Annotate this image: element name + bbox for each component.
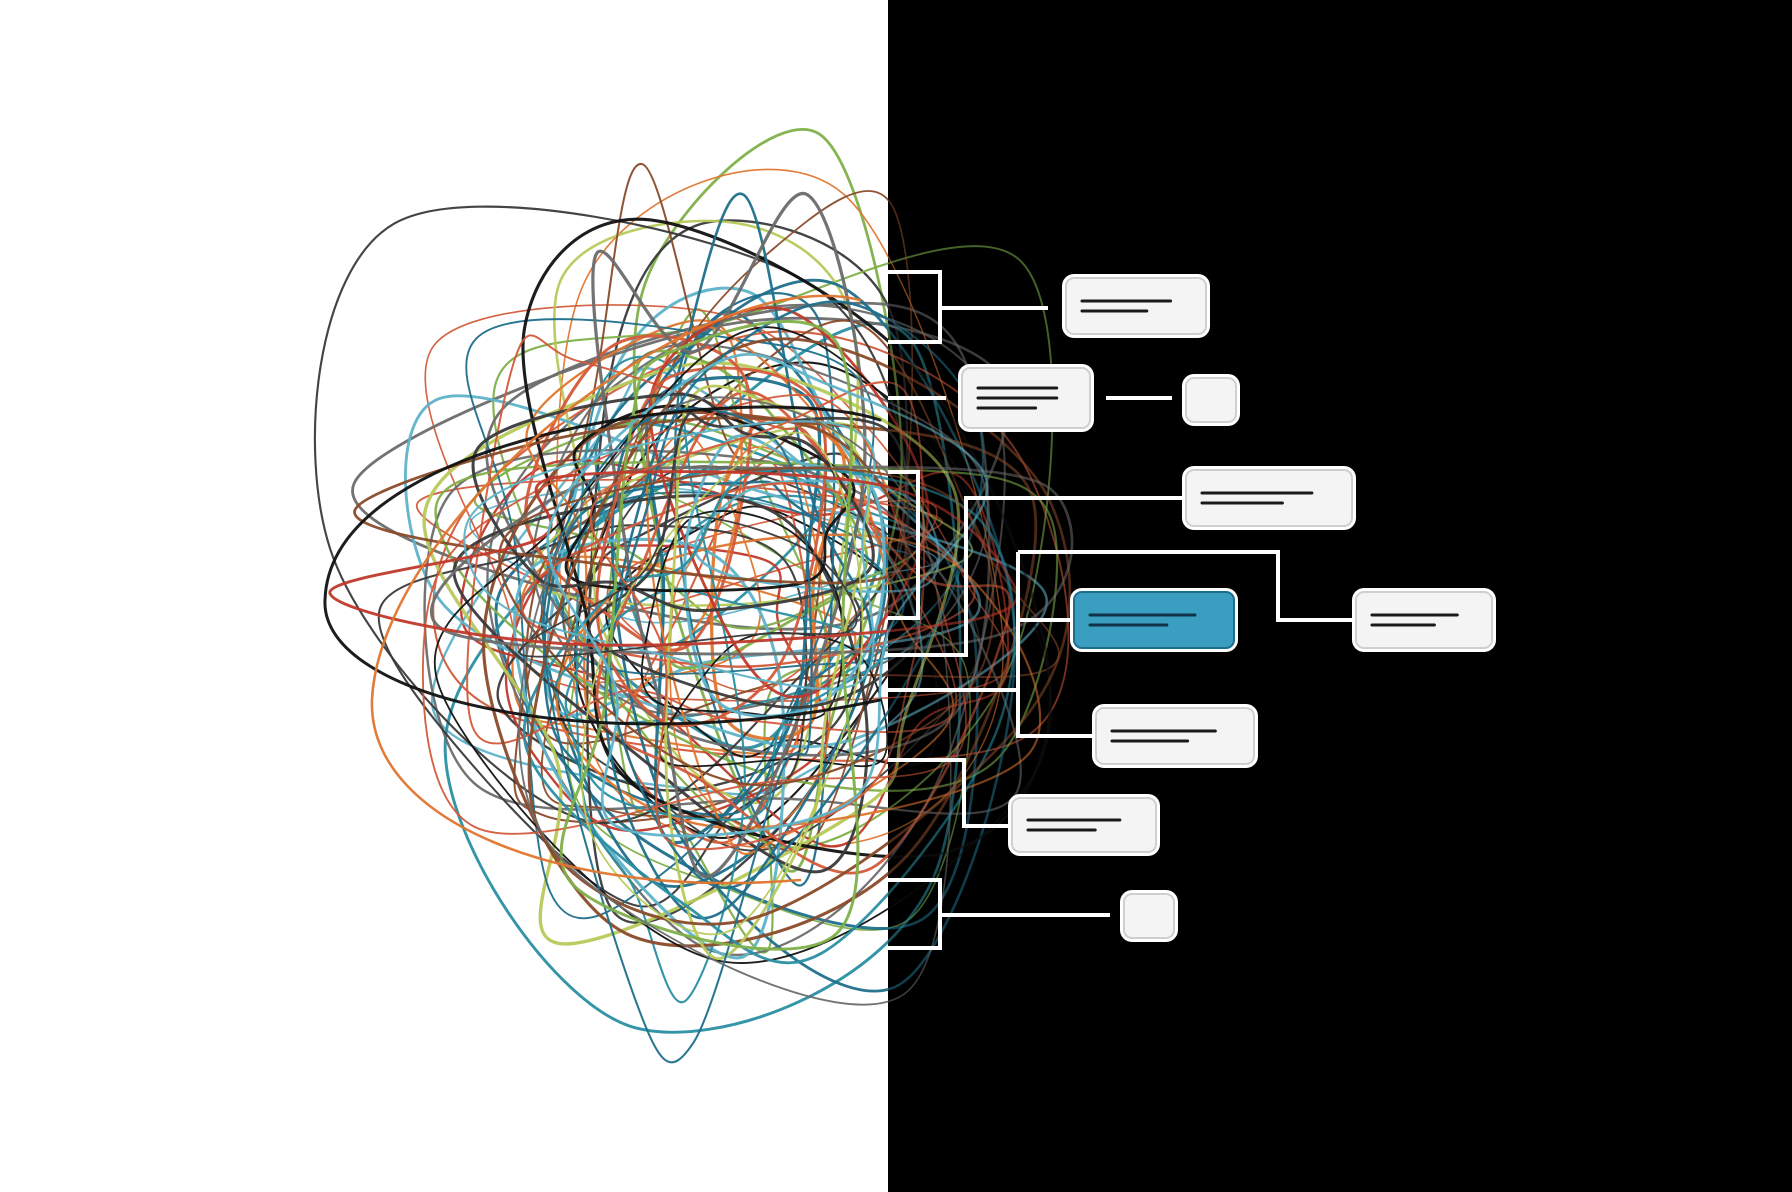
thread-loop bbox=[632, 128, 888, 873]
thread-loop-overflow bbox=[888, 408, 930, 616]
thread-loop bbox=[485, 301, 888, 757]
thread-loop-overflow bbox=[888, 488, 940, 593]
thread-loop-overflow bbox=[888, 365, 1072, 845]
thread-loop bbox=[669, 446, 831, 832]
thread-loop-overflow bbox=[888, 254, 1004, 834]
thread-loop-overflow bbox=[888, 450, 1010, 699]
thread-loop bbox=[608, 300, 888, 889]
thread-loop bbox=[481, 410, 888, 948]
node-body bbox=[1185, 469, 1353, 527]
thread-loop-overflow bbox=[888, 303, 909, 633]
thread-loop bbox=[422, 361, 888, 946]
thread-loop-overflow bbox=[888, 477, 1016, 896]
connector-line bbox=[888, 758, 1010, 828]
node-body bbox=[1073, 591, 1235, 649]
text-node bbox=[1008, 794, 1160, 856]
thread-loop bbox=[562, 491, 888, 676]
thread-loop-overflow bbox=[888, 465, 1074, 652]
thread-loop bbox=[421, 394, 888, 835]
text-node bbox=[1062, 274, 1210, 338]
thread-loop bbox=[521, 217, 888, 858]
thread-loop-overflow bbox=[888, 471, 1010, 787]
connector-line bbox=[888, 470, 920, 620]
thread-loop bbox=[520, 481, 888, 668]
thread-loop bbox=[527, 337, 888, 926]
node-body bbox=[1065, 277, 1207, 335]
thread-loop bbox=[323, 405, 882, 726]
thread-loop bbox=[530, 421, 888, 607]
thread-loop-overflow bbox=[888, 421, 961, 789]
text-node bbox=[958, 364, 1094, 432]
thread-loop-overflow bbox=[888, 485, 1019, 633]
thread-loop-overflow bbox=[888, 551, 958, 733]
tangled-threads bbox=[313, 128, 888, 1064]
thread-loop-overflow bbox=[888, 381, 925, 761]
node-body bbox=[1095, 707, 1255, 765]
thread-loop bbox=[522, 467, 888, 965]
connector-line bbox=[1018, 550, 1354, 622]
thread-loop bbox=[546, 353, 888, 838]
connector-line bbox=[1016, 552, 1094, 738]
thread-loop bbox=[553, 587, 885, 822]
thread-loop bbox=[469, 485, 888, 624]
thread-loop-overflow bbox=[888, 510, 1022, 815]
thread-loop-overflow bbox=[888, 468, 926, 570]
thread-loop-overflow bbox=[888, 198, 914, 606]
organized-connectors bbox=[888, 270, 1354, 950]
thread-loop-overflow bbox=[888, 547, 923, 659]
thread-loop bbox=[466, 334, 888, 745]
thread-loop bbox=[587, 411, 888, 709]
thread-loop-overflow bbox=[888, 473, 995, 749]
thread-loop-overflow bbox=[888, 399, 1052, 910]
black-half-background bbox=[888, 0, 1792, 1192]
thread-loop bbox=[591, 191, 867, 879]
text-node bbox=[1182, 466, 1356, 530]
thread-loop-overflow bbox=[888, 492, 967, 778]
thread-loop bbox=[557, 465, 888, 852]
thread-loop bbox=[353, 416, 888, 585]
thread-loop-overflow bbox=[888, 400, 989, 662]
thread-loop-overflow bbox=[888, 428, 1038, 876]
thread-loop-overflow bbox=[888, 513, 976, 643]
thread-loop bbox=[471, 392, 875, 612]
thread-loop bbox=[498, 466, 888, 787]
node-body bbox=[1185, 377, 1237, 423]
thread-loop bbox=[693, 479, 888, 593]
thread-loop-overflow bbox=[888, 487, 979, 930]
thread-loop bbox=[370, 294, 862, 885]
node-body bbox=[1011, 797, 1157, 853]
square-node bbox=[1120, 890, 1178, 942]
node-body bbox=[1355, 591, 1493, 649]
thread-loop bbox=[433, 326, 888, 964]
thread-loop bbox=[518, 396, 888, 1006]
thread-loop bbox=[574, 361, 888, 839]
thread-loop-overflow bbox=[888, 339, 1052, 859]
square-node bbox=[1182, 374, 1240, 426]
highlighted-node bbox=[1070, 588, 1238, 652]
thread-loop bbox=[589, 381, 888, 851]
thread-loop bbox=[581, 431, 864, 936]
thread-loop-overflow bbox=[888, 494, 908, 578]
thread-loop-overflow bbox=[888, 323, 962, 944]
connector-line bbox=[888, 496, 1186, 657]
thread-loop bbox=[518, 515, 858, 658]
thread-loop-overflow bbox=[888, 537, 1042, 811]
thread-loop bbox=[513, 537, 786, 960]
thread-loop-overflow bbox=[888, 396, 973, 677]
text-node bbox=[1092, 704, 1258, 768]
thread-loop bbox=[542, 480, 888, 817]
thread-loop bbox=[559, 319, 860, 951]
text-node bbox=[1352, 588, 1496, 652]
organized-nodes bbox=[958, 274, 1496, 942]
thread-loop bbox=[443, 322, 888, 1034]
thread-loop bbox=[531, 343, 888, 716]
white-half-background bbox=[0, 0, 888, 1192]
node-body bbox=[1123, 893, 1175, 939]
